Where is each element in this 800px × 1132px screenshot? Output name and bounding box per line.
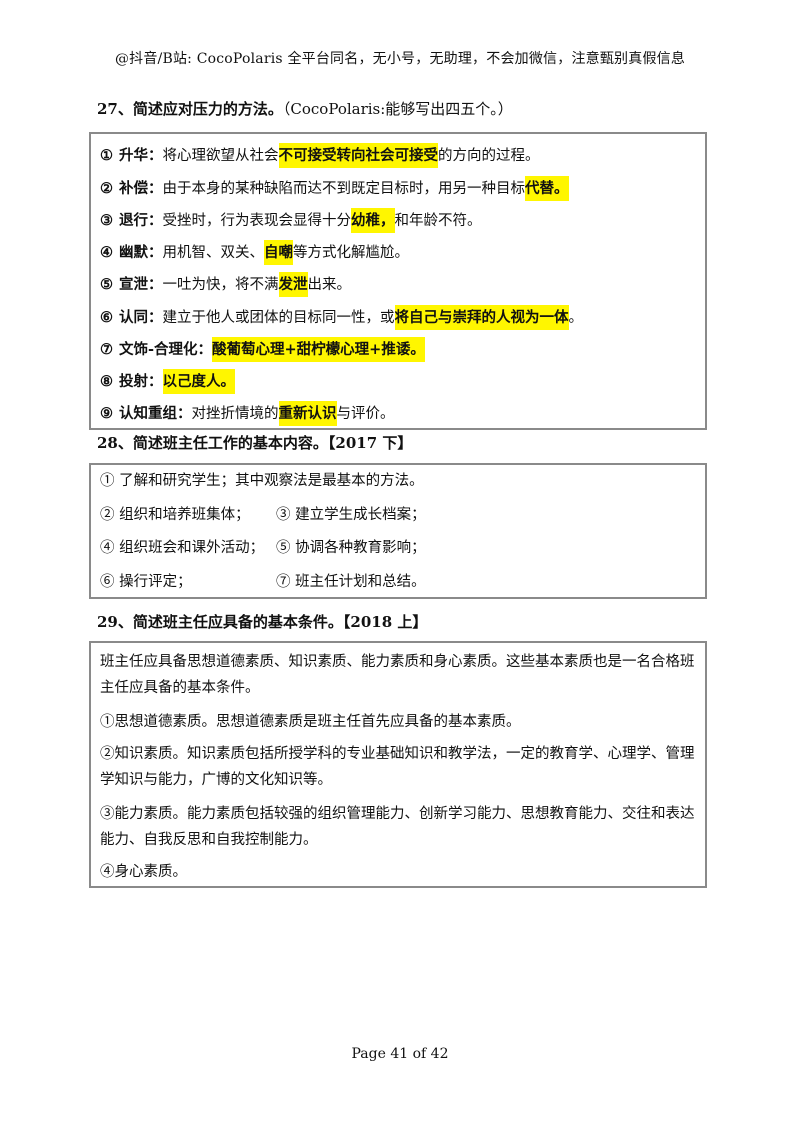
list-item: ⑤ 协调各种教育影响；: [276, 540, 426, 556]
page-number: Page 41 of 42: [351, 1046, 449, 1062]
answer-box-29: 班主任应具备思想道德素质、知识素质、能力素质和身心素质。这些基本素质也是一名合格…: [89, 641, 707, 888]
question-29-text: 29、简述班主任应具备的基本条件。: [97, 613, 343, 631]
question-27-note: （CocoPolaris:能够写出四五个。）: [282, 100, 513, 118]
highlight: 代替。: [525, 176, 569, 201]
highlight: 酸葡萄心理+甜柠檬心理+推诿。: [212, 337, 425, 362]
question-27-text: 27、简述应对压力的方法。: [97, 100, 283, 118]
paragraph: ②知识素质。知识素质包括所授学科的专业基础知识和教学法，一定的教育学、心理学、管…: [100, 746, 695, 788]
question-28-text: 28、简述班主任工作的基本内容。: [97, 434, 328, 452]
list-item: ⑦ 班主任计划和总结。: [276, 574, 426, 590]
highlight: 重新认识: [278, 401, 337, 426]
list-item: ② 组织和培养班集体；: [100, 507, 250, 523]
page-header: @抖音/B站: CocoPolaris 全平台同名，无小号，无助理，不会加微信，…: [114, 51, 686, 67]
question-28-tag: 【2017 下】: [327, 434, 413, 452]
question-27-title: 27、简述应对压力的方法。（CocoPolaris:能够写出四五个。）: [97, 98, 513, 119]
answer-box-28: ① 了解和研究学生；其中观察法是最基本的方法。 ② 组织和培养班集体； ③ 建立…: [89, 463, 707, 599]
paragraph: ④身心素质。: [100, 864, 187, 880]
list-item: ① 了解和研究学生；其中观察法是最基本的方法。: [100, 473, 424, 489]
paragraph: 班主任应具备思想道德素质、知识素质、能力素质和身心素质。这些基本素质也是一名合格…: [100, 654, 695, 696]
highlight: 不可接受转向社会可接受: [278, 143, 438, 168]
highlight: 发泄: [278, 272, 308, 297]
highlight: 幼稚，: [351, 208, 395, 233]
list-item: ③ 建立学生成长档案；: [276, 507, 426, 523]
highlight: 将自己与崇拜的人视为一体: [394, 305, 569, 330]
list-item: ⑥ 操行评定；: [100, 574, 192, 590]
question-29-tag: 【2018 上】: [342, 613, 428, 631]
question-28-title: 28、简述班主任工作的基本内容。【2017 下】: [97, 432, 412, 453]
question-29-title: 29、简述班主任应具备的基本条件。【2018 上】: [97, 611, 427, 632]
paragraph: ③能力素质。能力素质包括较强的组织管理能力、创新学习能力、思想教育能力、交往和表…: [100, 806, 695, 848]
paragraph: ①思想道德素质。思想道德素质是班主任首先应具备的基本素质。: [100, 714, 521, 730]
highlight: 以己度人。: [162, 369, 235, 394]
list-item: ④ 组织班会和课外活动；: [100, 540, 265, 556]
highlight: 自嘲: [264, 240, 293, 265]
